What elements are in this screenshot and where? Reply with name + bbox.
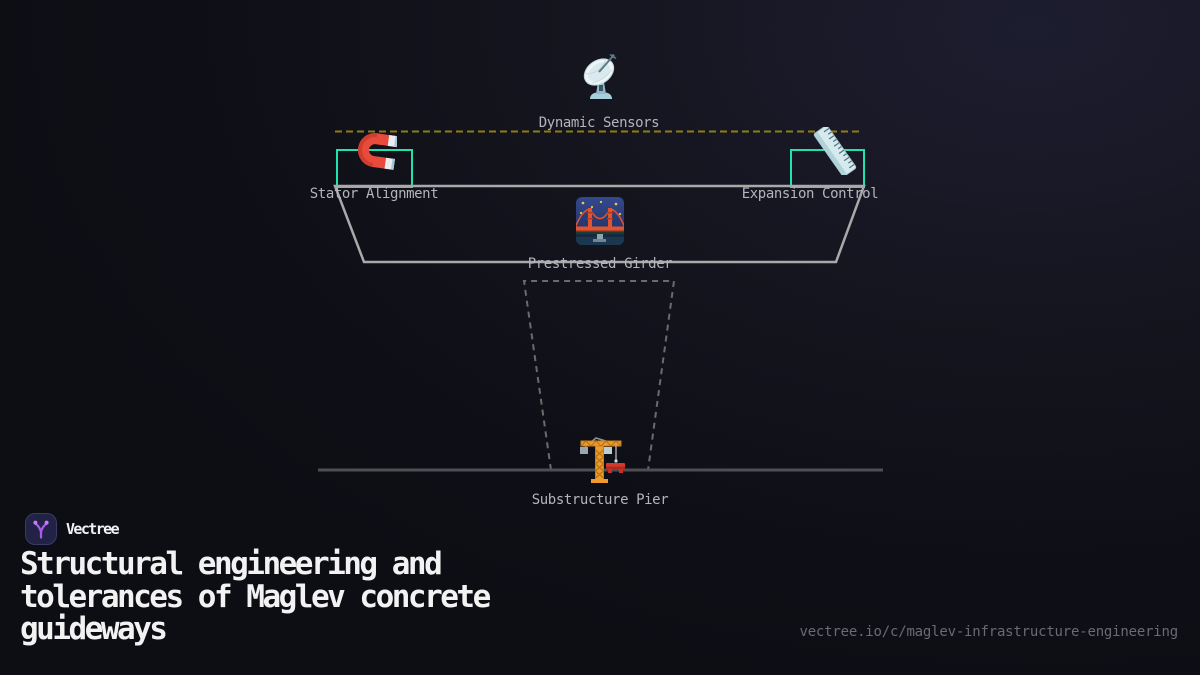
- ruler-icon: [811, 127, 859, 175]
- node-label-substructure-pier: Substructure Pier: [531, 492, 669, 508]
- footer-url-link[interactable]: vectree.io/c/maglev-infrastructure-engin…: [799, 624, 1178, 640]
- vectree-logo: [25, 513, 57, 545]
- node-label-dynamic-sensors: Dynamic Sensors: [538, 115, 660, 131]
- vectree-logo-icon: [33, 520, 49, 539]
- node-label-expansion-control: Expansion Control: [741, 186, 879, 202]
- bridge-icon: [576, 197, 624, 245]
- node-label-prestressed-girder: Prestressed Girder: [527, 256, 673, 272]
- pier-dashed-outline: [522, 280, 676, 471]
- crane-icon: [575, 433, 627, 485]
- brand-name: Vectree: [66, 520, 120, 538]
- magnet-icon: [351, 127, 397, 173]
- page-title: Structural engineering and tolerances of…: [20, 546, 491, 647]
- satellite-dish-icon: [576, 53, 624, 101]
- node-label-stator-alignment: Stator Alignment: [309, 186, 439, 202]
- girder-outline: [333, 184, 866, 264]
